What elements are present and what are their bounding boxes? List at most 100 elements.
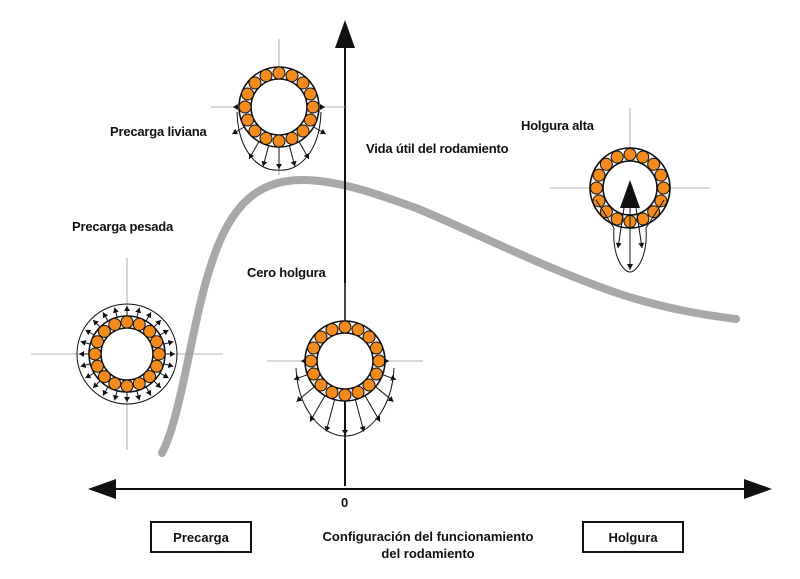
load-arrow-head xyxy=(85,329,92,336)
ball xyxy=(369,341,383,355)
ball xyxy=(325,385,339,399)
ball xyxy=(369,367,383,381)
x-axis-caption-line2: del rodamiento xyxy=(381,546,475,561)
ball xyxy=(296,76,310,90)
bearing-zero-clearance xyxy=(267,283,423,439)
ball xyxy=(303,113,317,127)
load-arrow-head xyxy=(155,320,161,326)
load-arrow-head xyxy=(80,339,87,346)
load-arrow-head xyxy=(387,396,394,402)
ball xyxy=(304,354,318,368)
load-arrow-head xyxy=(248,153,255,159)
ball xyxy=(90,359,104,373)
load-arrow-head xyxy=(167,339,174,346)
load-arrow-head xyxy=(93,320,99,326)
ball xyxy=(623,148,637,161)
ball xyxy=(152,347,166,361)
load-arrow-head xyxy=(93,382,99,388)
load-arrow-head xyxy=(301,358,306,364)
horizontal-axis-left-arrowhead xyxy=(88,479,116,499)
ball xyxy=(303,87,317,101)
ball xyxy=(108,377,122,391)
label-zero-clearance: Cero holgura xyxy=(247,265,326,280)
ball xyxy=(272,134,286,148)
load-arrow-head xyxy=(112,394,119,401)
load-arrow xyxy=(635,207,643,249)
ball xyxy=(259,131,273,145)
ball xyxy=(338,320,352,334)
x-axis-caption-line1: Configuración del funcionamiento xyxy=(322,529,534,544)
load-arrow-head xyxy=(102,312,109,319)
y-axis-label: Vida útil del rodamiento xyxy=(366,141,509,156)
box-preload: Precarga xyxy=(150,521,252,553)
bearing-life-curve xyxy=(158,175,740,457)
load-arrow-head xyxy=(167,362,174,369)
ball xyxy=(259,69,273,83)
ball xyxy=(241,87,255,101)
x-axis-caption: Configuración del funcionamiento del rod… xyxy=(298,528,558,562)
horizontal-axis-right-arrowhead xyxy=(744,479,772,499)
load-arrow-head xyxy=(627,264,633,270)
load-zone-wedge xyxy=(620,180,640,208)
ball xyxy=(143,324,157,338)
load-arrow-head xyxy=(124,306,130,311)
vertical-axis-arrowhead xyxy=(335,20,355,48)
ball xyxy=(654,194,668,208)
ball xyxy=(599,157,613,171)
load-arrow-head xyxy=(290,160,297,167)
ball xyxy=(592,194,606,208)
ball xyxy=(285,131,299,145)
load-arrow-head xyxy=(615,242,622,248)
label-heavy-preload: Precarga pesada xyxy=(72,219,174,234)
ball xyxy=(285,69,299,83)
load-arrow-head xyxy=(261,160,268,167)
ball xyxy=(654,168,668,182)
box-clearance: Holgura xyxy=(582,521,684,553)
load-envelope xyxy=(76,303,178,405)
ball xyxy=(610,212,624,226)
label-light-preload: Precarga liviana xyxy=(110,124,207,139)
load-envelope xyxy=(295,367,395,437)
load-arrow-head xyxy=(145,389,152,396)
ball xyxy=(338,388,352,402)
label-high-clearance: Holgura alta xyxy=(521,118,594,133)
ball xyxy=(636,150,650,164)
load-arrow-head xyxy=(85,372,92,379)
load-arrow-head xyxy=(276,164,282,169)
ball xyxy=(248,124,262,138)
ball xyxy=(120,315,134,329)
load-arrow-head xyxy=(162,372,169,379)
ball xyxy=(362,378,376,392)
load-arrow-head xyxy=(124,397,130,402)
ball xyxy=(325,323,339,337)
ball xyxy=(636,212,650,226)
ball xyxy=(351,323,365,337)
ball xyxy=(143,370,157,384)
load-arrow-head xyxy=(342,430,348,435)
ball xyxy=(90,335,104,349)
load-envelope xyxy=(613,227,647,273)
bearing-heavy-preload xyxy=(31,258,223,450)
ball xyxy=(97,324,111,338)
load-envelope-side xyxy=(645,199,665,229)
load-arrow-head xyxy=(233,104,238,110)
load-arrow-head xyxy=(374,415,381,422)
load-arrow xyxy=(617,207,625,249)
ball xyxy=(307,341,321,355)
load-arrow-head xyxy=(112,307,119,314)
ball xyxy=(592,168,606,182)
ball xyxy=(272,66,286,80)
load-envelope-side xyxy=(595,199,615,229)
load-arrow-head xyxy=(155,382,161,388)
ball xyxy=(599,205,613,219)
load-arrow-head xyxy=(80,362,87,369)
ball xyxy=(314,378,328,392)
origin-label: 0 xyxy=(341,495,349,510)
ball xyxy=(150,359,164,373)
ball xyxy=(314,330,328,344)
load-arrow-head xyxy=(135,394,142,401)
load-arrow-head xyxy=(320,104,325,110)
ball xyxy=(306,100,320,114)
bearing-high-clearance xyxy=(550,108,710,273)
